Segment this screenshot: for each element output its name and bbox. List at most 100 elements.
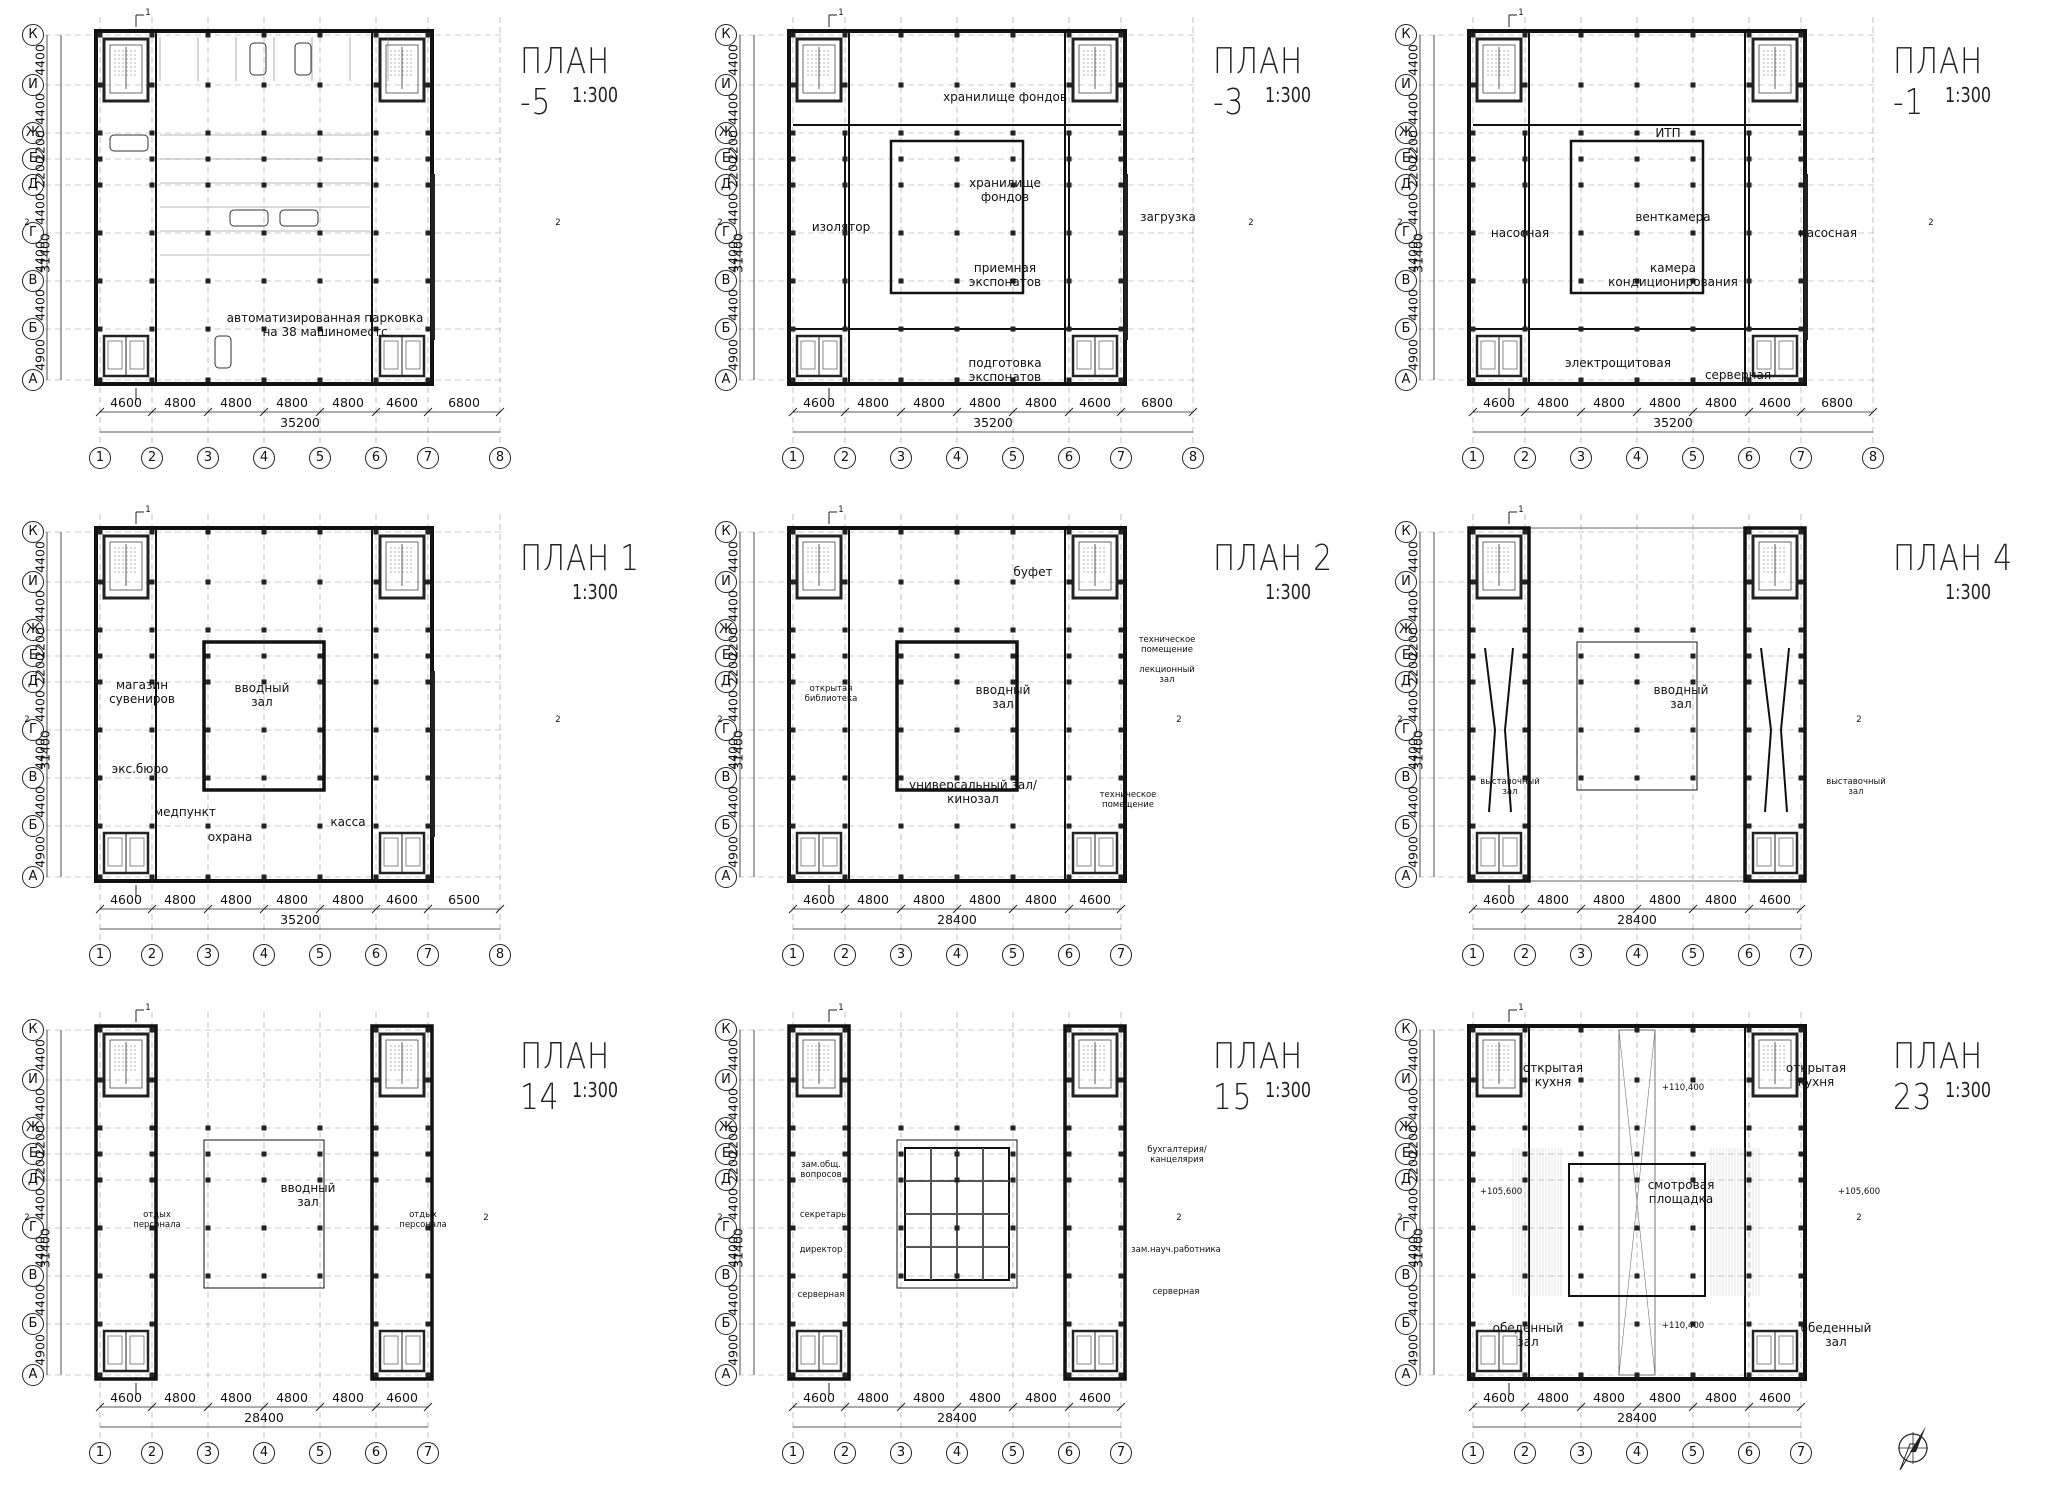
row-axis-bubble: Е bbox=[1395, 148, 1417, 170]
column-dimension: 4800 bbox=[332, 1390, 364, 1405]
row-axis-bubble: Б bbox=[22, 1313, 44, 1335]
floor-plan-drawing bbox=[35, 1009, 434, 1445]
section-mark-label: 1 bbox=[838, 1003, 844, 1013]
row-axis-bubble: К bbox=[22, 521, 44, 543]
row-dimension: 4400 bbox=[725, 690, 741, 722]
total-width-dimension: 28400 bbox=[1617, 1410, 1657, 1425]
row-axis-bubble: И bbox=[22, 74, 44, 96]
row-dimension: 4400 bbox=[1405, 93, 1421, 125]
room-label: охрана bbox=[207, 830, 253, 844]
plan-scale: 1:300 bbox=[571, 1078, 619, 1102]
row-axis-bubble: Д bbox=[1395, 671, 1417, 693]
floor-plan-drawing bbox=[1408, 14, 1878, 450]
row-dimension: 2200 bbox=[725, 1151, 741, 1183]
column-dimension: 4800 bbox=[1649, 395, 1681, 410]
column-axis-bubble: 8 bbox=[489, 447, 511, 469]
room-label: +105,600 bbox=[1479, 1187, 1523, 1197]
row-axis-bubble: Д bbox=[22, 174, 44, 196]
section-mark-label: 2 bbox=[1856, 1213, 1862, 1223]
section-mark-label: 1 bbox=[1518, 1003, 1524, 1013]
room-label: венткамера bbox=[1635, 210, 1711, 224]
row-axis-bubble: Е bbox=[1395, 645, 1417, 667]
column-dimension: 4600 bbox=[1483, 892, 1515, 907]
column-dimension: 4800 bbox=[1705, 892, 1737, 907]
row-axis-bubble: Г bbox=[22, 1217, 44, 1239]
column-axis-bubble: 4 bbox=[1626, 1442, 1648, 1464]
plan-title: ПЛАН -5 bbox=[520, 41, 611, 123]
room-label: секретарь bbox=[799, 1210, 847, 1220]
total-width-dimension: 28400 bbox=[244, 1410, 284, 1425]
section-mark-label: 2 bbox=[1928, 218, 1934, 228]
row-dimension: 4400 bbox=[725, 1039, 741, 1071]
column-dimension: 4800 bbox=[969, 395, 1001, 410]
room-label: электрощитовая bbox=[1565, 356, 1671, 370]
section-mark-label: 1 bbox=[145, 505, 151, 515]
column-dimension-last: 6500 bbox=[448, 892, 480, 907]
row-axis-bubble: А bbox=[715, 1364, 737, 1386]
column-axis-bubble: 6 bbox=[1058, 944, 1080, 966]
row-dimension: 4900 bbox=[32, 338, 48, 371]
section-mark-label: 2 bbox=[555, 715, 561, 725]
column-dimension: 4600 bbox=[1759, 395, 1791, 410]
column-axis-bubble: 6 bbox=[1738, 1442, 1760, 1464]
room-label: открытая кухня bbox=[1785, 1061, 1847, 1089]
row-axis-bubble: Г bbox=[715, 222, 737, 244]
row-axis-bubble: Д bbox=[715, 671, 737, 693]
room-label: +110,400 bbox=[1661, 1083, 1705, 1093]
row-dimension: 4400 bbox=[725, 193, 741, 225]
plan-scale: 1:300 bbox=[1944, 83, 1992, 107]
room-label: хранилище фондов bbox=[943, 90, 1067, 104]
column-axis-bubble: 5 bbox=[309, 1442, 331, 1464]
column-axis-bubble: 3 bbox=[197, 1442, 219, 1464]
row-axis-bubble: Б bbox=[22, 318, 44, 340]
column-dimension: 4600 bbox=[1483, 1390, 1515, 1405]
row-axis-bubble: В bbox=[1395, 1265, 1417, 1287]
room-label: техническое помещение bbox=[1099, 790, 1157, 810]
plan-title: ПЛАН 1 bbox=[520, 538, 640, 579]
column-dimension: 4600 bbox=[1079, 395, 1111, 410]
column-axis-bubble: 3 bbox=[1570, 944, 1592, 966]
column-axis-bubble: 4 bbox=[946, 1442, 968, 1464]
column-dimension-last: 6800 bbox=[1141, 395, 1173, 410]
row-dimension: 4900 bbox=[32, 835, 48, 868]
row-axis-bubble: Ж bbox=[1395, 1117, 1417, 1139]
floor-plan-drawing bbox=[35, 14, 505, 450]
column-dimension: 4800 bbox=[969, 1390, 1001, 1405]
room-label: серверная bbox=[1704, 368, 1772, 382]
column-axis-bubble: 8 bbox=[1862, 447, 1884, 469]
row-dimension: 4400 bbox=[725, 1188, 741, 1220]
plan-scale: 1:300 bbox=[571, 580, 619, 604]
row-dimension: 4900 bbox=[1405, 1333, 1421, 1366]
column-axis-bubble: 4 bbox=[946, 944, 968, 966]
row-axis-bubble: Е bbox=[22, 645, 44, 667]
row-dimension: 2200 bbox=[1405, 156, 1421, 188]
column-dimension: 4600 bbox=[803, 395, 835, 410]
room-label: выставочный зал bbox=[1480, 777, 1540, 797]
column-dimension: 4800 bbox=[1025, 1390, 1057, 1405]
column-axis-bubble: 3 bbox=[1570, 447, 1592, 469]
room-label: отдых персонала bbox=[133, 1210, 181, 1230]
room-label: отдых персонала bbox=[399, 1210, 447, 1230]
section-mark-label: 1 bbox=[838, 8, 844, 18]
row-dimension: 4400 bbox=[32, 44, 48, 76]
column-axis-bubble: 2 bbox=[141, 1442, 163, 1464]
row-axis-bubble: И bbox=[1395, 571, 1417, 593]
row-axis-bubble: Б bbox=[715, 815, 737, 837]
plan-scale: 1:300 bbox=[1944, 1078, 1992, 1102]
row-dimension: 4400 bbox=[725, 590, 741, 622]
row-axis-bubble: К bbox=[1395, 1019, 1417, 1041]
row-dimension: 4400 bbox=[32, 590, 48, 622]
row-dimension: 2200 bbox=[32, 653, 48, 685]
room-label: лекционный зал bbox=[1139, 665, 1195, 685]
row-dimension: 4400 bbox=[1405, 1039, 1421, 1071]
row-axis-bubble: Ж bbox=[22, 619, 44, 641]
column-dimension: 4800 bbox=[276, 892, 308, 907]
row-axis-bubble: Ж bbox=[715, 122, 737, 144]
total-width-dimension: 28400 bbox=[937, 912, 977, 927]
plan-title: ПЛАН 15 bbox=[1213, 1036, 1304, 1118]
row-axis-bubble: В bbox=[22, 1265, 44, 1287]
row-dimension: 4900 bbox=[725, 338, 741, 371]
